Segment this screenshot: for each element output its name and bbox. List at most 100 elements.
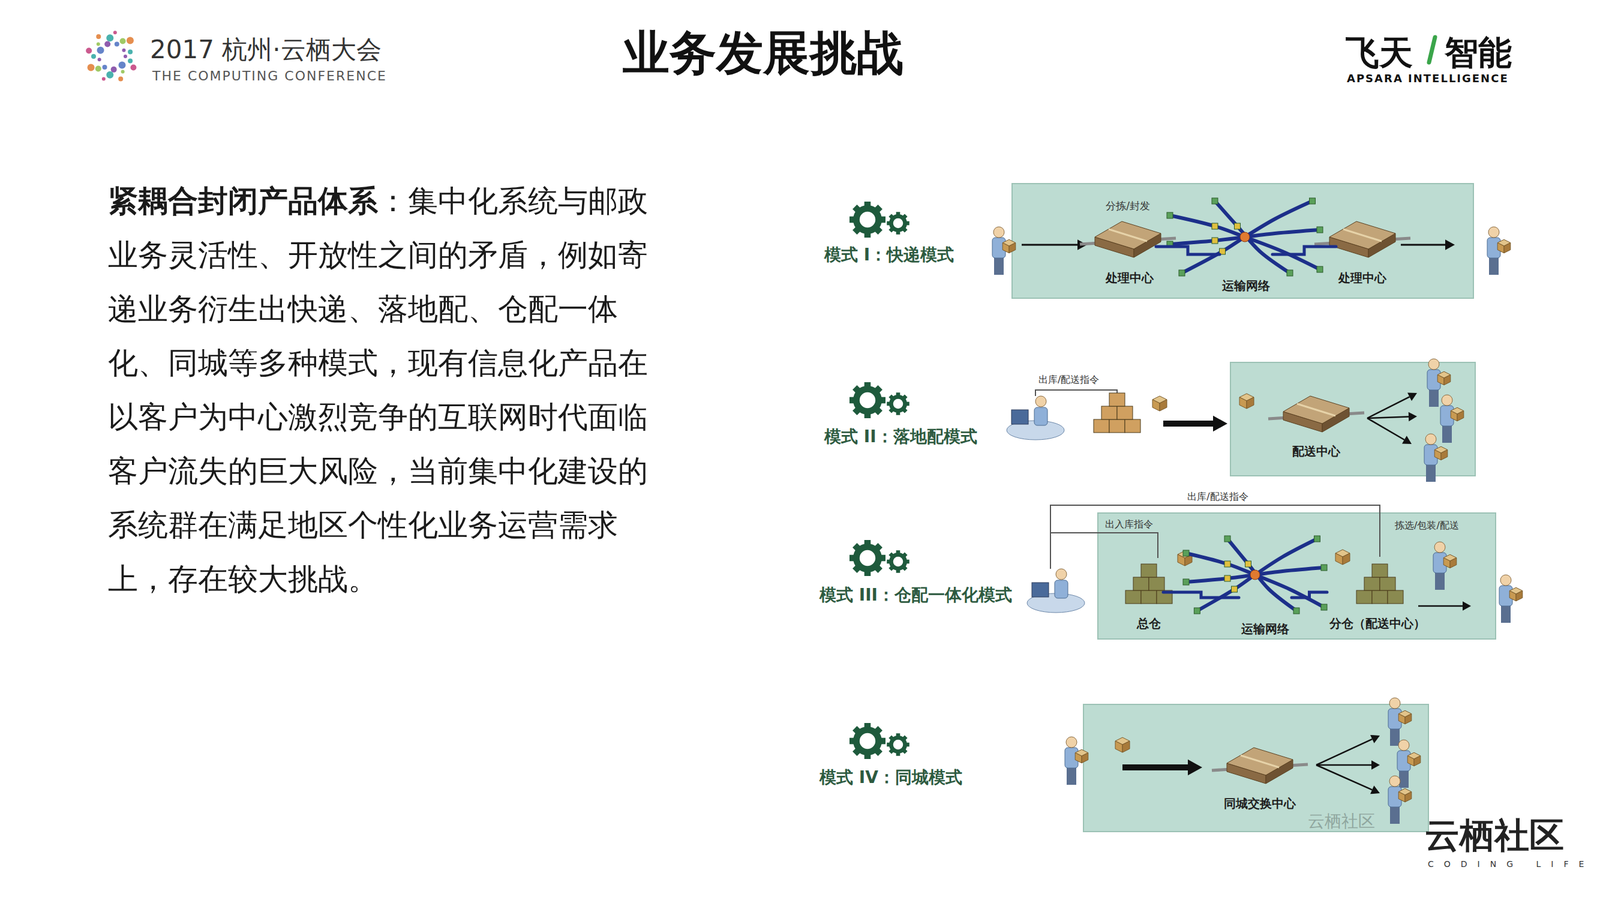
- stacked-box: [1372, 590, 1388, 604]
- logo-dot: [106, 34, 114, 42]
- logo-dot: [130, 64, 137, 71]
- arrow-head: [1408, 412, 1418, 422]
- roof-ridge: [1108, 229, 1148, 242]
- parcel-icon: [1398, 788, 1412, 803]
- person-head: [1434, 541, 1446, 553]
- warehouse-roof: [1226, 747, 1293, 776]
- arrow-shaft: [1163, 420, 1214, 427]
- network-station: [1321, 564, 1328, 571]
- warehouse-icon: [1268, 395, 1365, 432]
- person-legs: [1429, 388, 1439, 407]
- transport-network: [1183, 535, 1328, 614]
- network-station: [1293, 607, 1300, 614]
- watermark: 云栖社区: [1307, 811, 1376, 832]
- brand-logo-text: 飞天: [1345, 32, 1413, 73]
- flow-arrow: [1418, 601, 1472, 611]
- facility-node: 处理中心: [1103, 222, 1157, 285]
- network-station: [1316, 226, 1323, 233]
- stacked-box: [1109, 392, 1125, 407]
- person-icon: [1499, 574, 1513, 623]
- logo-dot: [127, 58, 133, 63]
- gear-hole: [893, 556, 904, 567]
- node-label: 运输网络: [1219, 278, 1273, 293]
- logo-dot: [85, 47, 92, 54]
- body-heading: 紧耦合封闭产品体系: [107, 183, 378, 219]
- flow-arrow: [1367, 418, 1412, 444]
- logo-dot: [118, 61, 126, 69]
- person-legs: [1066, 766, 1077, 785]
- watermark-subtitle: CODING LIFE: [1427, 859, 1595, 870]
- parcel-icon: [1509, 587, 1523, 602]
- monitor: [1031, 582, 1049, 597]
- person-icon: [1388, 775, 1402, 824]
- logo-dot: [87, 64, 95, 72]
- parcel-icon: [1398, 710, 1412, 725]
- command-line: [1050, 532, 1158, 558]
- parcel-icon: [1152, 395, 1167, 411]
- person-head: [1389, 697, 1401, 709]
- facility-node: 总仓: [1134, 568, 1164, 631]
- person-head: [1428, 358, 1440, 370]
- gear-icon: [886, 392, 910, 416]
- step-label: 分拣/封发: [1105, 199, 1151, 212]
- gear-hole: [859, 392, 876, 408]
- arrow-shaft: [1367, 416, 1409, 419]
- parcel-right: [1516, 590, 1523, 602]
- roof-ridge: [1297, 403, 1336, 416]
- arrow-shaft: [1367, 418, 1405, 440]
- stacked-box: [1379, 577, 1396, 591]
- arrow-head: [1213, 415, 1228, 432]
- transport-route: [1169, 215, 1320, 270]
- logo-dot: [96, 41, 101, 46]
- logo-dot: [95, 65, 102, 72]
- person-icon: [1433, 541, 1447, 590]
- person-icon: [1440, 394, 1454, 443]
- flow-arrow: [1367, 412, 1418, 422]
- monitor: [1011, 409, 1029, 425]
- transport-route: [1196, 538, 1317, 611]
- logo-slash: [1429, 37, 1436, 63]
- mode-panel: [1083, 704, 1429, 832]
- stacked-box: [1133, 577, 1149, 591]
- gear-hole: [859, 211, 876, 228]
- arrow-head: [1187, 759, 1203, 776]
- network-station: [1231, 586, 1238, 593]
- stacked-box: [1117, 406, 1133, 420]
- network-link: [1163, 592, 1239, 598]
- body-paragraph: 紧耦合封闭产品体系：集中化系统与邮政业务灵活性、开放性之间的矛盾，例如寄递业务衍…: [107, 173, 651, 606]
- gear-icon: [849, 722, 886, 759]
- command-label: 出入库指令: [1105, 518, 1154, 530]
- command-line: [1035, 389, 1118, 396]
- parcel-right: [1457, 410, 1464, 422]
- parcel-left: [1437, 374, 1445, 386]
- parcel-icon: [1443, 554, 1457, 569]
- arrow-shaft: [1316, 764, 1373, 790]
- logo-dot: [121, 48, 126, 53]
- network-link: [1156, 246, 1220, 255]
- arrow-shaft: [1316, 739, 1373, 765]
- stacked-box: [1093, 419, 1110, 433]
- parcel-right: [1405, 713, 1412, 725]
- logo-dot: [106, 71, 114, 79]
- network-station: [1224, 575, 1231, 582]
- transport-route: [1169, 229, 1320, 245]
- transport-route: [1181, 200, 1313, 273]
- parcel-right: [1414, 755, 1421, 767]
- network-hub: [1250, 569, 1260, 580]
- logo-dot: [104, 40, 111, 47]
- gear-hole: [893, 218, 904, 229]
- parcel-icon: [1335, 549, 1350, 565]
- arrow-shaft: [1316, 764, 1372, 767]
- facility-node: 同城交换中心: [1221, 748, 1299, 811]
- conference-name: 2017 杭州·云栖大会: [149, 34, 382, 65]
- logo-dot: [114, 41, 120, 47]
- command-label: 出库/配送指令: [1038, 373, 1100, 386]
- parcel-left: [1002, 242, 1010, 254]
- brand-logo-text: 智能: [1444, 32, 1512, 73]
- node-label: 处理中心: [1103, 270, 1157, 285]
- gear-ring: [853, 205, 882, 234]
- gear-hole: [893, 398, 904, 410]
- stacked-box: [1109, 419, 1125, 433]
- operator-icon: [1006, 395, 1065, 440]
